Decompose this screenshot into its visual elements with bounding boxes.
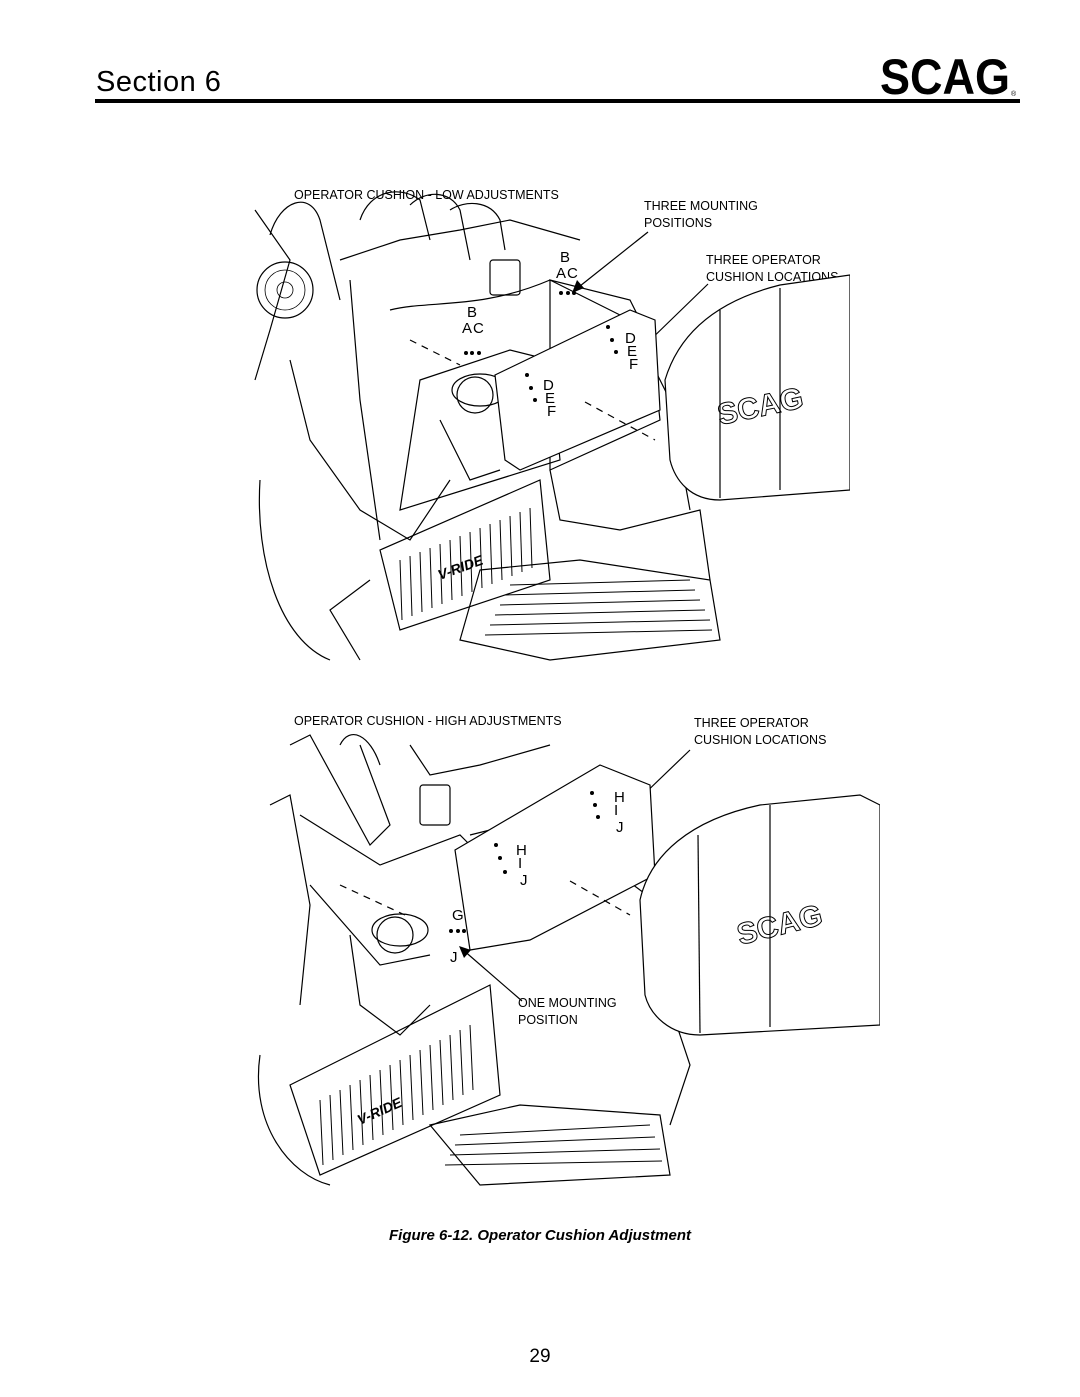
label-I-left: I [518, 855, 522, 872]
callout-cushion-line1: THREE OPERATOR [706, 253, 821, 267]
label-B-right: B [560, 249, 570, 266]
header-rule [95, 99, 1020, 103]
label-I-right: I [614, 802, 618, 819]
figure-bottom-title: OPERATOR CUSHION - HIGH ADJUSTMENTS [294, 714, 562, 728]
label-F-right: F [629, 356, 638, 373]
scag-logo-text: SCAG [880, 54, 1010, 98]
alignment-line [569, 880, 631, 916]
label-J-bracket: J [450, 949, 458, 966]
mower-frame-drawing: V-RIDE [254, 191, 721, 661]
alignment-line [339, 884, 406, 916]
label-A-right: A [556, 265, 566, 282]
figure-caption: Figure 6-12. Operator Cushion Adjustment [389, 1227, 691, 1244]
label-G: G [452, 907, 464, 924]
figure-high-adjustments: OPERATOR CUSHION - HIGH ADJUSTMENTS THRE… [258, 714, 880, 1186]
alignment-line [584, 401, 656, 441]
callout-mounting-line1: THREE MOUNTING [644, 199, 758, 213]
callout-mounting-line2: POSITIONS [644, 216, 712, 230]
page-number: 29 [529, 1346, 551, 1367]
label-F-left: F [547, 403, 556, 420]
label-E-left: E [545, 390, 555, 407]
figure-low-adjustments: OPERATOR CUSHION - LOW ADJUSTMENTS THREE… [254, 188, 850, 661]
label-D-right: D [625, 330, 636, 347]
callout-cushion-line1: THREE OPERATOR [694, 716, 809, 730]
label-H-right: H [614, 789, 625, 806]
mounting-holes [449, 791, 600, 933]
callout-cushion-line2: CUSHION LOCATIONS [706, 270, 838, 284]
label-E-right: E [627, 343, 637, 360]
label-J-left: J [520, 872, 528, 889]
alignment-line [409, 339, 461, 366]
label-D-left: D [543, 377, 554, 394]
scag-logo: SCAG ® [880, 54, 1017, 98]
label-C-left: C [473, 320, 484, 337]
registered-mark: ® [1011, 90, 1017, 98]
label-H-left: H [516, 842, 527, 859]
callout-mounting-line1: ONE MOUNTING [518, 996, 617, 1010]
operator-cushion: SCAG [639, 794, 880, 1036]
section-title: Section 6 [96, 66, 222, 98]
callout-cushion-line2: CUSHION LOCATIONS [694, 733, 826, 747]
operator-cushion: SCAG [664, 274, 850, 501]
label-B-left: B [467, 304, 477, 321]
grill-badge-bottom: V-RIDE [355, 1094, 405, 1128]
label-A-left: A [462, 320, 472, 337]
label-J-right: J [616, 819, 624, 836]
label-C-right: C [567, 265, 578, 282]
mounting-holes [464, 291, 618, 402]
callout-mounting-line2: POSITION [518, 1013, 578, 1027]
